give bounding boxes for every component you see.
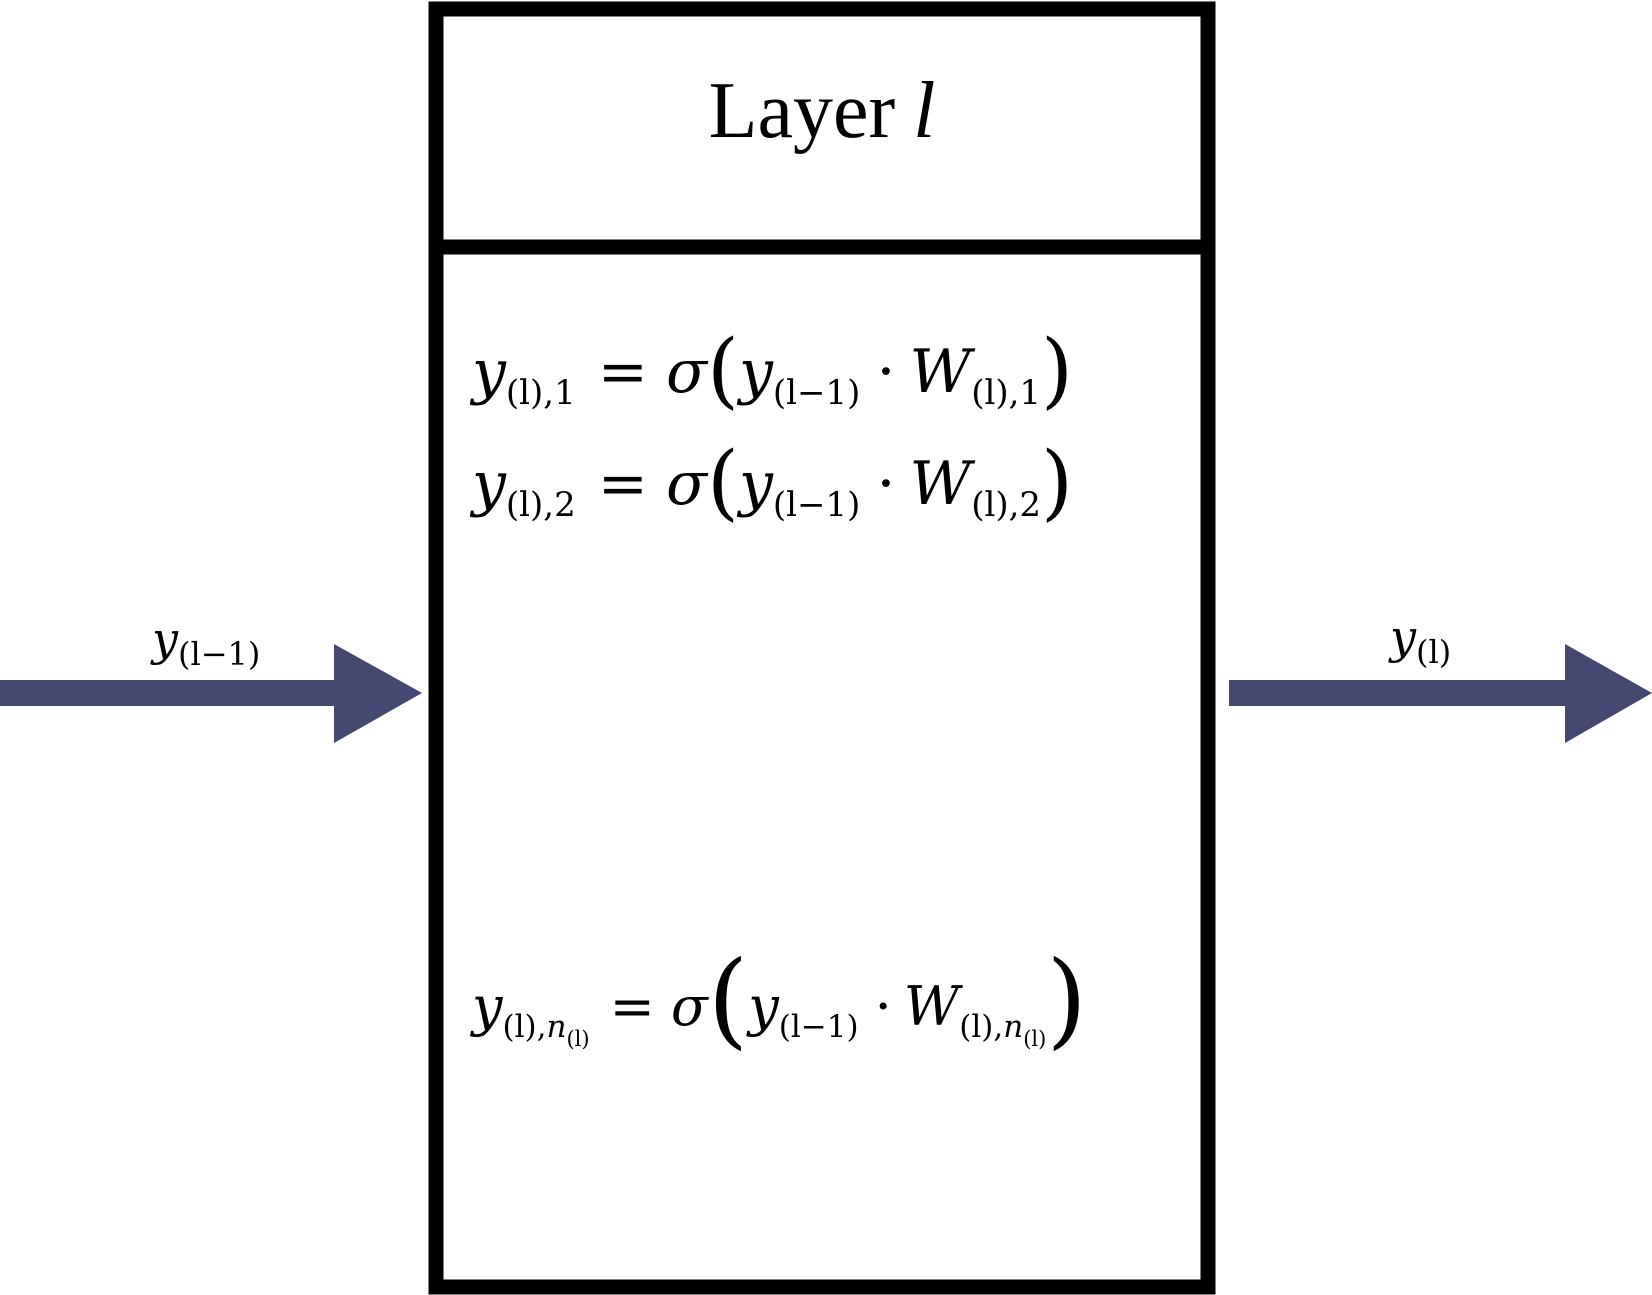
- eq1-eq: =: [598, 337, 648, 407]
- layer-title-var: l: [913, 67, 935, 155]
- eqn-weight-sub: (l),: [959, 1009, 1003, 1045]
- eqn-input-sub: (l−1): [779, 1009, 859, 1045]
- eq1-func: σ: [666, 337, 709, 407]
- eq2-input-var: y: [736, 449, 774, 519]
- input-arrow-label: y(l−1): [150, 612, 260, 673]
- eqn-dot: ·: [875, 975, 892, 1038]
- eqn-lparen: (: [708, 938, 749, 1060]
- input-arrow: [0, 644, 422, 743]
- output-label-sub: (l): [1416, 633, 1451, 671]
- eq1-weight-sub: (l),1: [971, 373, 1041, 413]
- eq1-lhs-var: y: [469, 337, 507, 407]
- eqn-func: σ: [671, 975, 710, 1038]
- output-arrow: [1229, 644, 1652, 743]
- equation-1: y(l),1=σ(y(l−1)·W(l),1): [469, 323, 1073, 418]
- eqn-weight-var: W: [904, 975, 964, 1038]
- eq2-eq: =: [598, 449, 648, 519]
- eq2-weight-sub: (l),2: [971, 485, 1041, 525]
- eq2-func: σ: [666, 449, 709, 519]
- eqn-lhs-sub: (l),: [503, 1009, 547, 1045]
- eqn-lhs-subsub: (l): [566, 1027, 589, 1051]
- input-label-var: y: [150, 612, 179, 666]
- eqn-eq: =: [610, 975, 655, 1038]
- equation-2: y(l),2=σ(y(l−1)·W(l),2): [469, 435, 1073, 530]
- input-label-sub: (l−1): [178, 635, 260, 673]
- eqn-lhs-sub-var: n: [546, 1009, 566, 1045]
- eqn-rparen: ): [1046, 938, 1087, 1060]
- eq2-lhs-var: y: [469, 449, 507, 519]
- eq2-dot: ·: [876, 449, 895, 519]
- eq1-lhs-sub: (l),1: [506, 373, 576, 413]
- eq1-dot: ·: [876, 337, 895, 407]
- output-arrow-head: [1565, 644, 1652, 743]
- eqn-input-var: y: [746, 975, 780, 1038]
- eq1-input-sub: (l−1): [773, 373, 861, 413]
- eq2-rparen: ): [1041, 435, 1073, 530]
- eq1-rparen: ): [1041, 323, 1073, 418]
- input-arrow-head: [334, 644, 422, 743]
- input-arrow-shaft: [0, 680, 336, 706]
- layer-box: [428, 1, 1216, 1295]
- eq2-lhs-sub: (l),2: [506, 485, 576, 525]
- eq2-weight-var: W: [910, 449, 976, 519]
- output-arrow-label: y(l): [1388, 610, 1451, 671]
- eq1-input-var: y: [736, 337, 774, 407]
- eqn-weight-sub-var: n: [1003, 1009, 1023, 1045]
- eq1-lparen: (: [707, 323, 739, 418]
- layer-title-word: Layer: [709, 67, 896, 155]
- eqn-lhs-var: y: [470, 975, 504, 1038]
- eqn-weight-subsub: (l): [1023, 1027, 1046, 1051]
- equation-n: y(l),n(l)=σ(y(l−1)·W(l),n(l)): [470, 938, 1087, 1060]
- output-arrow-shaft: [1229, 680, 1567, 706]
- output-label-var: y: [1388, 610, 1417, 664]
- eq2-lparen: (: [707, 435, 739, 530]
- eq2-input-sub: (l−1): [773, 485, 861, 525]
- eq1-weight-var: W: [910, 337, 976, 407]
